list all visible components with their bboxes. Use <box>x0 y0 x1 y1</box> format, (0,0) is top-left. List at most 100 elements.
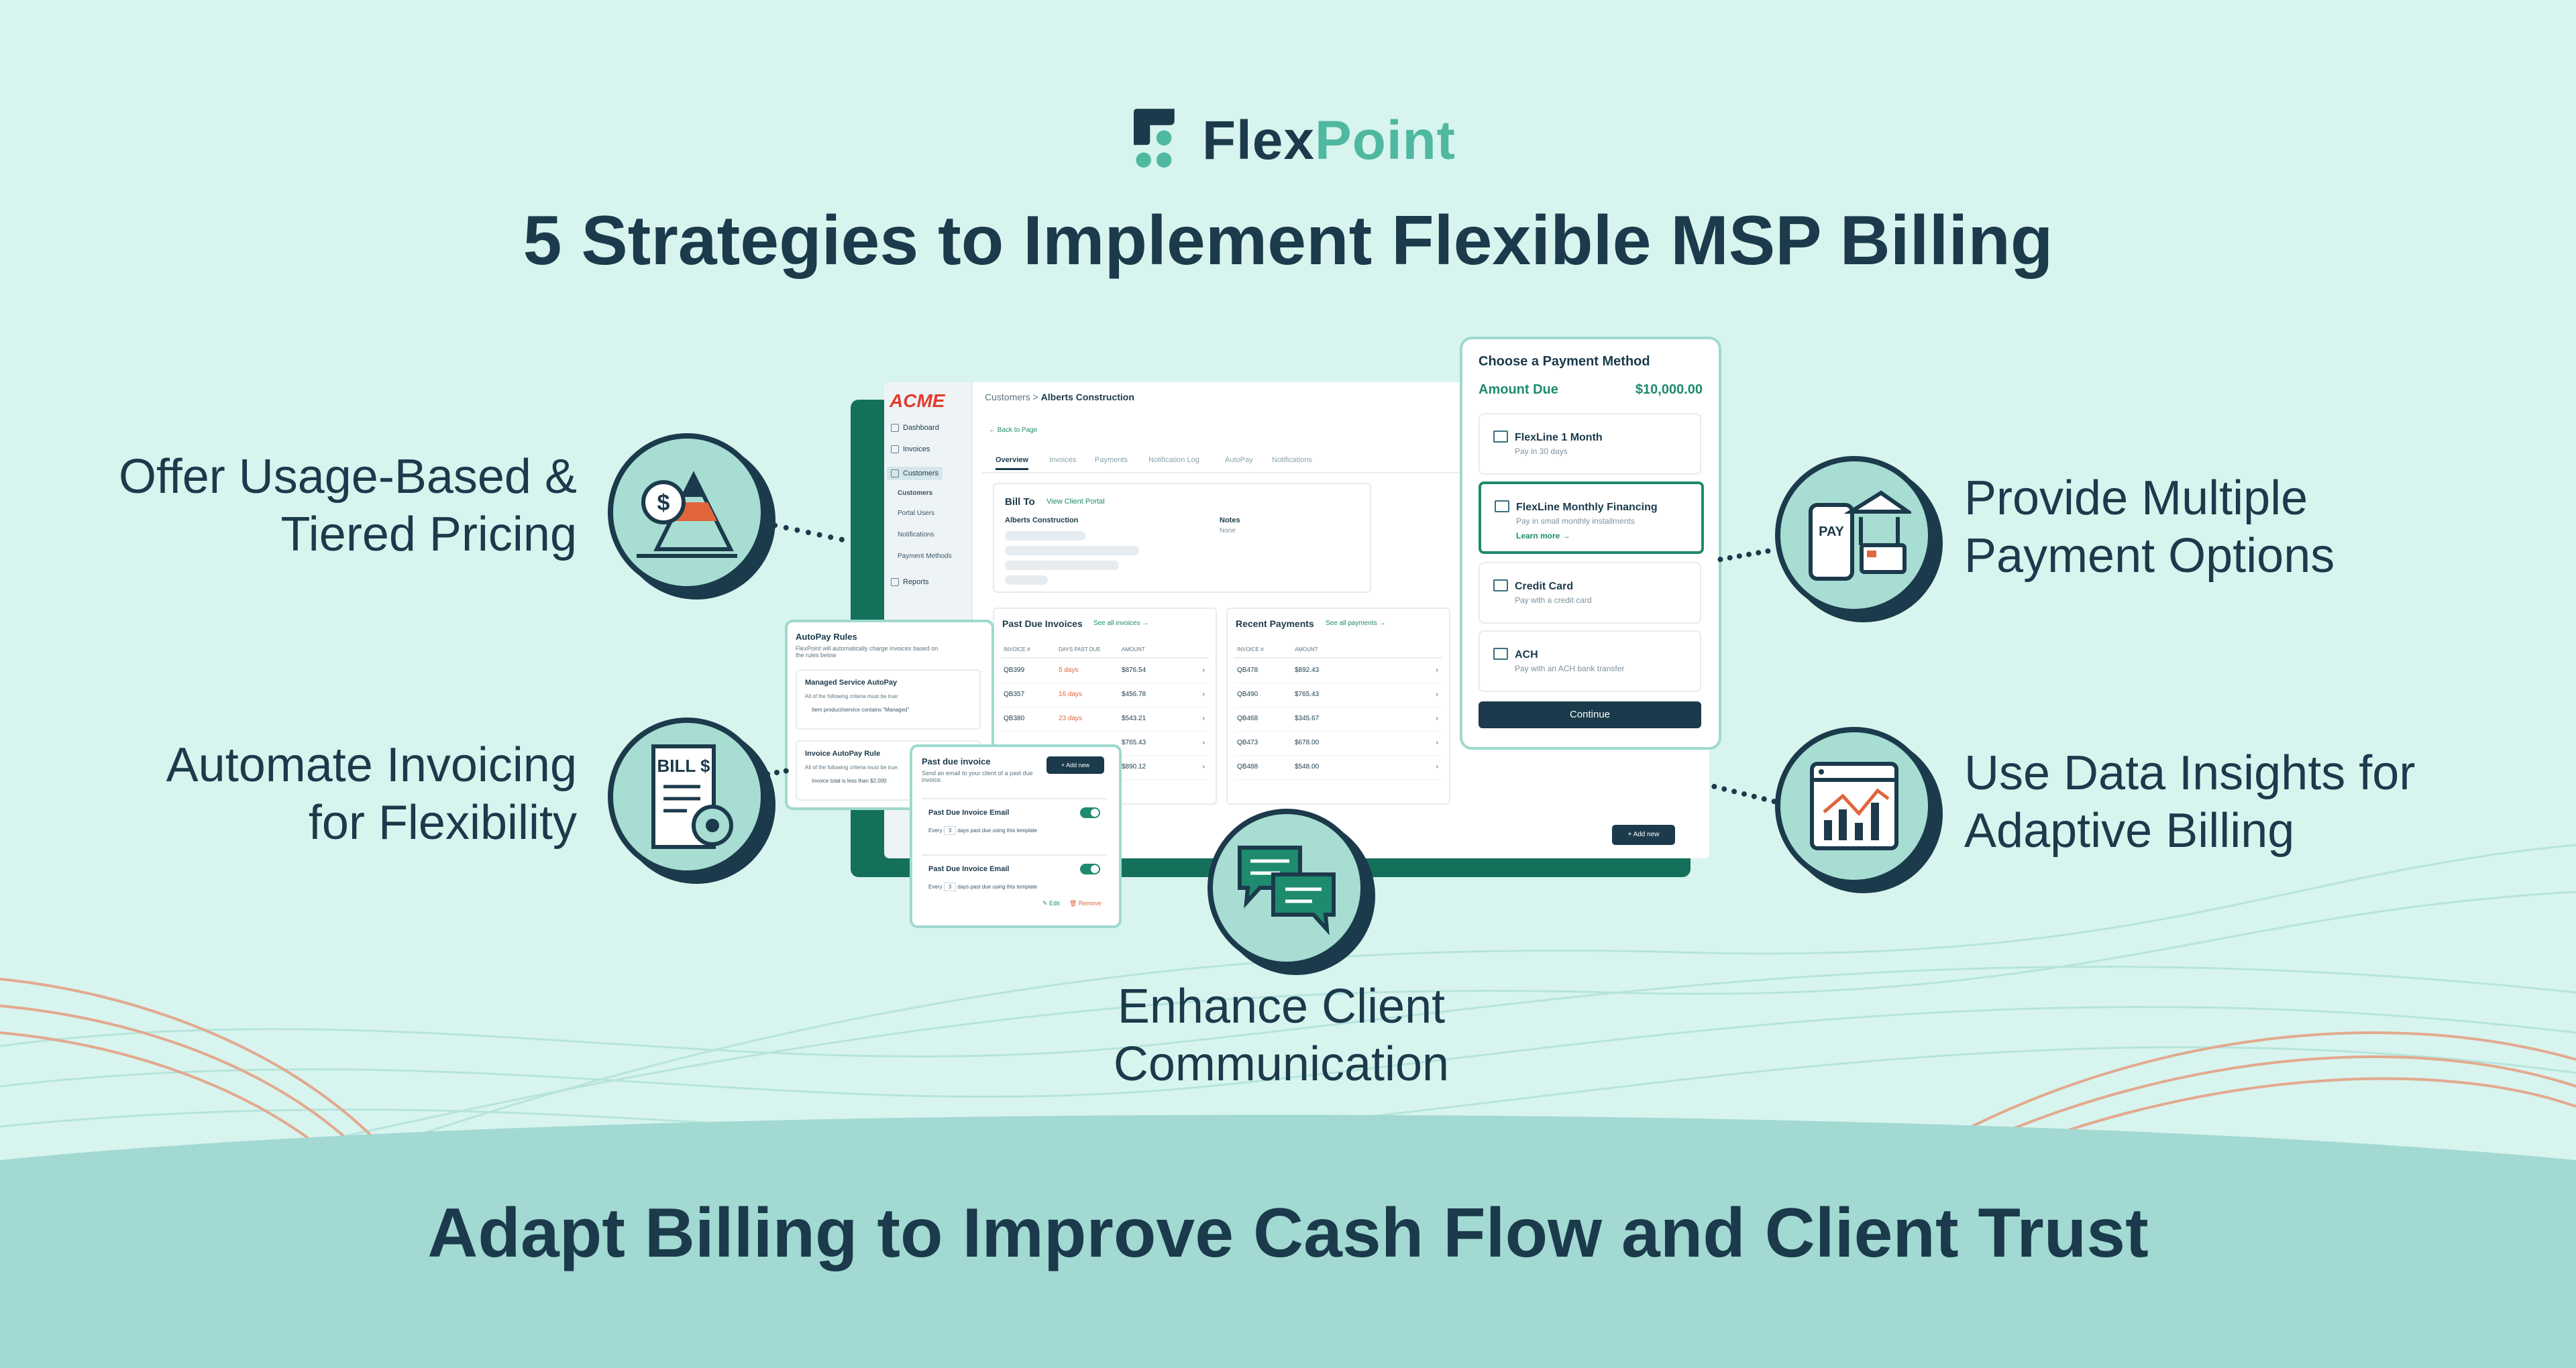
sidebar-item-dashboard[interactable]: Dashboard <box>891 424 939 432</box>
learn-more-link[interactable]: Learn more → <box>1516 531 1570 540</box>
dashboard-icon <box>891 424 899 432</box>
sidebar-item-reports[interactable]: Reports <box>891 578 929 586</box>
past-due-title: Past Due Invoices <box>1002 618 1083 629</box>
chevron-right-icon: › <box>1202 715 1205 722</box>
calendar-icon <box>1493 431 1508 443</box>
flexpoint-mark-icon <box>1495 500 1509 512</box>
svg-text:PAY: PAY <box>1819 524 1844 539</box>
past-due-email-item: Past Due Invoice Email Every 3 days past… <box>922 854 1107 916</box>
page-title: 5 Strategies to Implement Flexible MSP B… <box>523 202 2053 280</box>
autopay-title: AutoPay Rules <box>796 632 857 642</box>
svg-text:BILL $: BILL $ <box>657 756 711 776</box>
past-due-table-header: INVOICE # DAYS PAST DUE AMOUNT <box>1001 642 1209 659</box>
chevron-right-icon: › <box>1202 691 1205 698</box>
chevron-right-icon: › <box>1436 667 1438 674</box>
invoices-icon <box>891 445 899 453</box>
continue-button[interactable]: Continue <box>1479 701 1701 728</box>
tab-bar: Overview Invoices Payments Notification … <box>982 449 1700 473</box>
payment-method-panel: Choose a Payment Method Amount Due $10,0… <box>1460 337 1721 750</box>
tab-notifications[interactable]: Notifications <box>1272 456 1312 464</box>
notes-label: Notes <box>1220 516 1240 524</box>
back-link[interactable]: ← Back to Page <box>989 426 1038 434</box>
sidebar-item-invoices[interactable]: Invoices <box>891 445 930 453</box>
sidebar-sub-customers[interactable]: Customers <box>898 490 933 497</box>
table-row[interactable]: QB490$765.43› <box>1234 683 1442 707</box>
past-due-invoice-card: Past due invoice Send an email to your c… <box>910 744 1122 928</box>
tab-autopay[interactable]: AutoPay <box>1225 456 1253 464</box>
notes-value: None <box>1220 527 1236 534</box>
tab-overview[interactable]: Overview <box>996 456 1028 470</box>
autopay-rule-card[interactable]: Managed Service AutoPay All of the follo… <box>796 669 981 730</box>
past-due-add-new-button[interactable]: + Add new <box>1046 756 1104 774</box>
email-toggle[interactable] <box>1080 864 1100 874</box>
bill-to-label: Bill To <box>1005 496 1035 508</box>
strategy-label-pricing: Offer Usage-Based &Tiered Pricing <box>118 450 577 561</box>
customers-icon <box>891 469 899 477</box>
bill-gear-icon: BILL $ <box>608 718 766 876</box>
breadcrumb-parent[interactable]: Customers <box>985 392 1030 402</box>
autopay-rule-card[interactable]: Invoice AutoPay Rule All of the followin… <box>796 740 981 801</box>
recent-payments-card: Recent Payments See all payments → INVOI… <box>1226 608 1450 805</box>
recent-table-header: INVOICE # AMOUNT <box>1234 642 1442 659</box>
chevron-right-icon: › <box>1202 739 1205 746</box>
payment-title: Choose a Payment Method <box>1479 354 1650 369</box>
tab-payments[interactable]: Payments <box>1095 456 1128 464</box>
add-new-button[interactable]: + Add new <box>1612 825 1675 845</box>
see-all-payments-link[interactable]: See all payments → <box>1326 620 1386 627</box>
recent-payments-title: Recent Payments <box>1236 618 1314 629</box>
view-client-portal-link[interactable]: View Client Portal <box>1046 498 1105 506</box>
acme-logo: ACME <box>890 390 945 411</box>
see-all-invoices-link[interactable]: See all invoices → <box>1093 620 1149 627</box>
sidebar-sub-notifications[interactable]: Notifications <box>898 531 934 538</box>
bill-to-name: Alberts Construction <box>1005 516 1079 524</box>
table-row[interactable]: QB478$892.43› <box>1234 659 1442 683</box>
remove-link[interactable]: 🗑 Remove <box>1069 900 1102 907</box>
days-input[interactable]: 3 <box>943 882 957 891</box>
brand-name: FlexPoint <box>1201 110 1456 171</box>
chevron-right-icon: › <box>1202 763 1205 771</box>
sidebar-sub-portal-users[interactable]: Portal Users <box>898 510 935 517</box>
flexpoint-logo-icon <box>1134 109 1175 168</box>
svg-text:$: $ <box>657 490 670 516</box>
amount-due-label: Amount Due <box>1479 382 1558 397</box>
edit-link[interactable]: ✎ Edit <box>1042 900 1060 907</box>
bank-icon <box>1493 648 1508 660</box>
chevron-right-icon: › <box>1436 739 1438 746</box>
tab-invoices[interactable]: Invoices <box>1049 456 1077 464</box>
chat-bubbles-icon <box>1208 809 1366 967</box>
table-row[interactable]: QB473$678.00› <box>1234 731 1442 756</box>
bottom-title: Adapt Billing to Improve Cash Flow and C… <box>427 1194 2149 1272</box>
bill-to-card: Bill To View Client Portal Alberts Const… <box>993 483 1371 593</box>
breadcrumb-current: Alberts Construction <box>1040 392 1134 402</box>
sidebar-item-customers[interactable]: Customers <box>887 467 943 480</box>
chevron-right-icon: › <box>1436 691 1438 698</box>
brand-logo: FlexPoint <box>1134 101 1456 181</box>
chevron-right-icon: › <box>1436 763 1438 771</box>
credit-card-icon <box>1493 579 1508 591</box>
amount-due-value: $10,000.00 <box>1635 382 1703 397</box>
past-due-card-title: Past due invoice <box>922 756 991 766</box>
past-due-email-item: Past Due Invoice Email Every 3 days past… <box>922 798 1107 846</box>
past-due-card-desc: Send an email to your client of a past d… <box>922 770 1033 783</box>
sidebar-sub-payment-methods[interactable]: Payment Methods <box>898 553 952 560</box>
table-row[interactable]: QB488$548.00› <box>1234 755 1442 780</box>
breadcrumb: Customers > Alberts Construction <box>985 392 1134 402</box>
email-toggle[interactable] <box>1080 807 1100 818</box>
pricing-pyramid-icon: $ <box>608 433 766 591</box>
table-row[interactable]: QB468$345.67› <box>1234 707 1442 732</box>
chevron-right-icon: › <box>1202 667 1205 674</box>
days-input[interactable]: 3 <box>943 826 957 835</box>
tab-notification-log[interactable]: Notification Log <box>1148 456 1199 464</box>
autopay-desc: FlexPoint will automatically charge invo… <box>796 645 938 659</box>
